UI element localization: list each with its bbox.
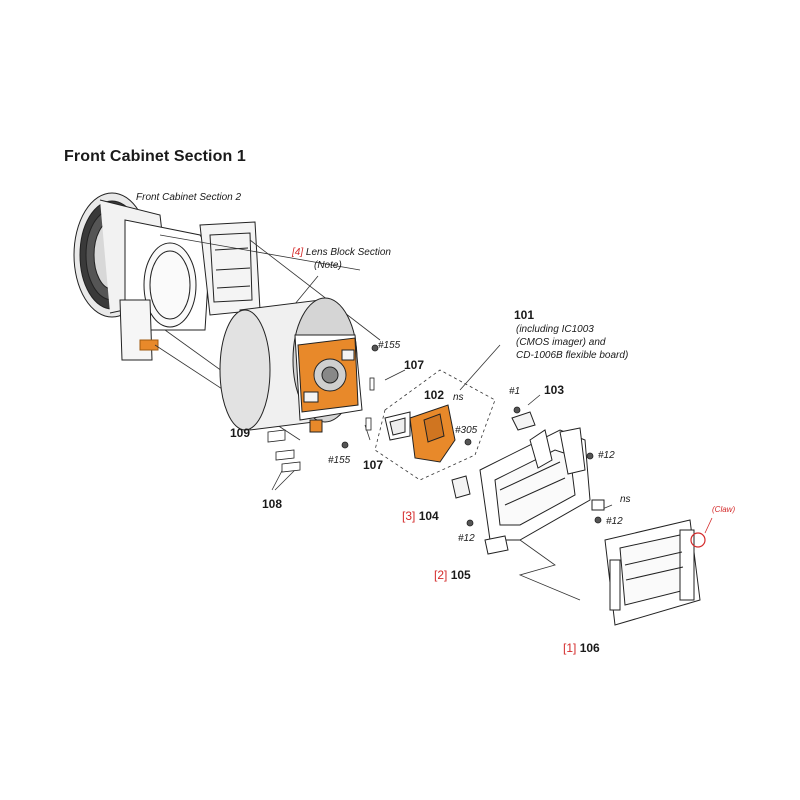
part-107-upper-number: 107	[404, 358, 425, 372]
part-101-desc-1: (including IC1003	[516, 324, 594, 335]
part-109-number: 109	[230, 426, 251, 440]
screw-155-lower-label: #155	[328, 455, 351, 466]
lens-block-note: (Note)	[314, 260, 342, 271]
part-105-ref: [2]	[434, 568, 448, 582]
ns-upper-label: ns	[453, 392, 464, 403]
screw-155-upper-label: #155	[378, 340, 401, 351]
part-101-desc-2: (CMOS imager) and	[516, 337, 606, 348]
part-104-ref: [3]	[402, 509, 416, 523]
part-108-number: 108	[262, 497, 283, 511]
front-cabinet-section-2-label: Front Cabinet Section 2	[136, 192, 242, 203]
lens-block-drawing	[219, 297, 363, 433]
lens-block-ref: [4]	[292, 247, 304, 258]
screw-12-a-label: #12	[598, 450, 615, 461]
part-101-desc-3: CD-1006B flexible board)	[516, 350, 629, 361]
screw-12-c-label: #12	[458, 533, 475, 544]
front-cabinet-section-2-drawing	[73, 192, 261, 361]
part-103-number: 103	[544, 383, 565, 397]
screw-1-label: #1	[509, 386, 521, 397]
parts-103-104-drawing	[451, 411, 536, 499]
imager-board-drawing	[384, 404, 456, 463]
page-title: Front Cabinet Section 1	[64, 148, 246, 165]
part-101-number: 101	[514, 308, 535, 322]
part-102-number: 102	[424, 388, 445, 402]
small-parts-drawing	[267, 344, 602, 527]
screw-305-label: #305	[455, 425, 478, 436]
part-105-number: 105	[450, 568, 471, 582]
part-104-number: 104	[418, 509, 439, 523]
part-106-ref: [1]	[563, 641, 577, 655]
screw-12-b-label: #12	[606, 516, 623, 527]
chassis-frame-drawing	[479, 427, 605, 555]
claw-label: (Claw)	[712, 505, 736, 514]
part-106-number: 106	[579, 641, 600, 655]
part-107-lower-number: 107	[363, 458, 384, 472]
ns-lower-label: ns	[620, 494, 631, 505]
lens-block-label: Lens Block Section	[305, 247, 391, 258]
rear-frame-drawing	[604, 517, 713, 626]
